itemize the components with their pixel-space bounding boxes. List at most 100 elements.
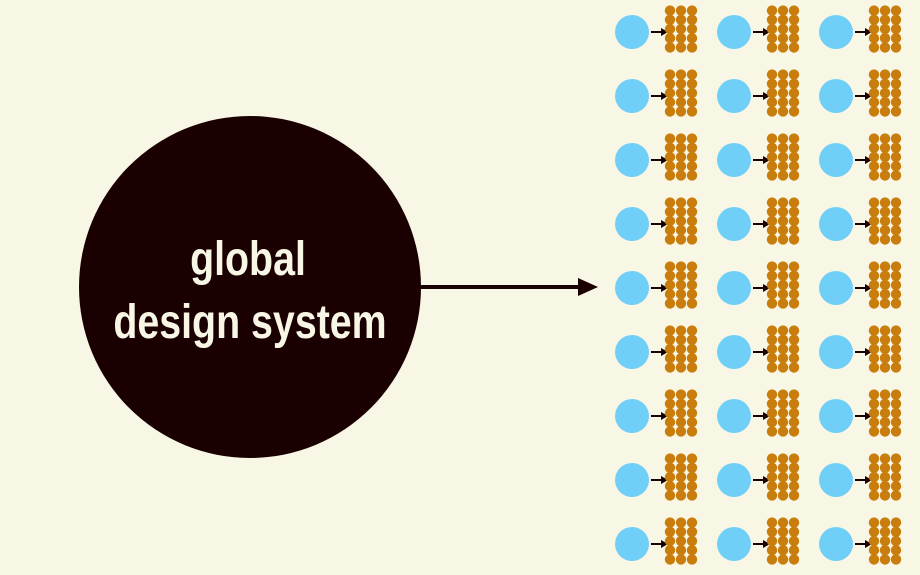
team-unit [717, 453, 800, 501]
member-dot [879, 234, 891, 245]
team-unit [819, 261, 902, 309]
member-dot [890, 87, 902, 99]
member-dot [788, 215, 800, 227]
member-dot [890, 279, 902, 291]
member-dot [879, 517, 891, 528]
member-dot [868, 23, 880, 35]
member-dot [766, 133, 778, 144]
member-dot [788, 453, 800, 464]
member-dot [675, 151, 687, 163]
member-dot [766, 42, 778, 53]
member-dot [766, 225, 778, 236]
team-node [615, 399, 649, 433]
member-dot [777, 106, 789, 117]
member-dot [777, 517, 789, 528]
member-dot [879, 398, 891, 409]
member-dot [890, 151, 902, 163]
member-dot [675, 97, 687, 108]
member-dot [890, 133, 902, 144]
member-dot [879, 14, 891, 25]
member-dot [890, 234, 902, 245]
member-dot [766, 33, 778, 44]
member-dot [664, 453, 676, 464]
member-dot [675, 225, 687, 236]
member-dot [766, 87, 778, 99]
member-dot [890, 517, 902, 528]
member-dot [675, 33, 687, 44]
member-dot [766, 417, 778, 428]
member-dot [766, 23, 778, 35]
member-dot [788, 270, 800, 281]
member-dot [868, 97, 880, 108]
member-dot [675, 389, 687, 400]
hub-label-line2: design system [113, 295, 386, 349]
member-dot [868, 106, 880, 117]
member-dot [664, 5, 676, 16]
member-dot [777, 289, 789, 300]
member-dot [766, 270, 778, 281]
member-dot [686, 225, 698, 236]
team-unit [615, 261, 698, 309]
member-dot [788, 490, 800, 501]
member-dot [675, 545, 687, 556]
member-dot [879, 362, 891, 373]
member-dot [879, 334, 891, 345]
team-node [819, 143, 853, 177]
member-dot [777, 362, 789, 373]
member-dot [890, 417, 902, 428]
team-node [615, 143, 649, 177]
member-dot [686, 106, 698, 117]
team-arrow-head [865, 220, 872, 228]
member-dot [890, 42, 902, 53]
team-grid [615, 5, 902, 565]
member-dot [890, 206, 902, 217]
member-dot [664, 133, 676, 144]
member-dot [686, 298, 698, 309]
team-node [819, 79, 853, 113]
member-dot [788, 97, 800, 108]
team-unit [717, 389, 800, 437]
member-dot [890, 362, 902, 373]
member-dot [686, 389, 698, 400]
member-dot [766, 170, 778, 181]
member-dot [675, 471, 687, 483]
member-dot [675, 170, 687, 181]
member-dot [766, 407, 778, 419]
team-unit [615, 5, 698, 53]
member-dot [766, 481, 778, 492]
member-dot [868, 398, 880, 409]
member-dot [686, 161, 698, 172]
member-dot [664, 142, 676, 153]
member-dot [879, 453, 891, 464]
member-dot [879, 407, 891, 419]
member-dot [664, 14, 676, 25]
member-dot [890, 33, 902, 44]
member-dot [788, 151, 800, 163]
member-dot [890, 535, 902, 547]
member-dot [664, 353, 676, 364]
member-dot [686, 142, 698, 153]
member-dot [879, 535, 891, 547]
team-unit [819, 197, 902, 245]
member-dot [879, 42, 891, 53]
member-dot [675, 417, 687, 428]
member-dot [766, 261, 778, 272]
member-dot [675, 215, 687, 227]
member-dot [879, 270, 891, 281]
member-dot [686, 426, 698, 437]
team-node [819, 399, 853, 433]
member-dot [766, 490, 778, 501]
member-dot [868, 407, 880, 419]
member-dot [777, 261, 789, 272]
member-dot [788, 42, 800, 53]
member-dot [686, 78, 698, 90]
team-unit [717, 133, 800, 181]
member-dot [766, 517, 778, 528]
member-dot [788, 234, 800, 245]
team-arrow-head [661, 92, 668, 100]
member-dot [675, 87, 687, 99]
member-dot [890, 325, 902, 336]
member-dot [664, 471, 676, 483]
team-node [615, 463, 649, 497]
member-dot [664, 42, 676, 53]
